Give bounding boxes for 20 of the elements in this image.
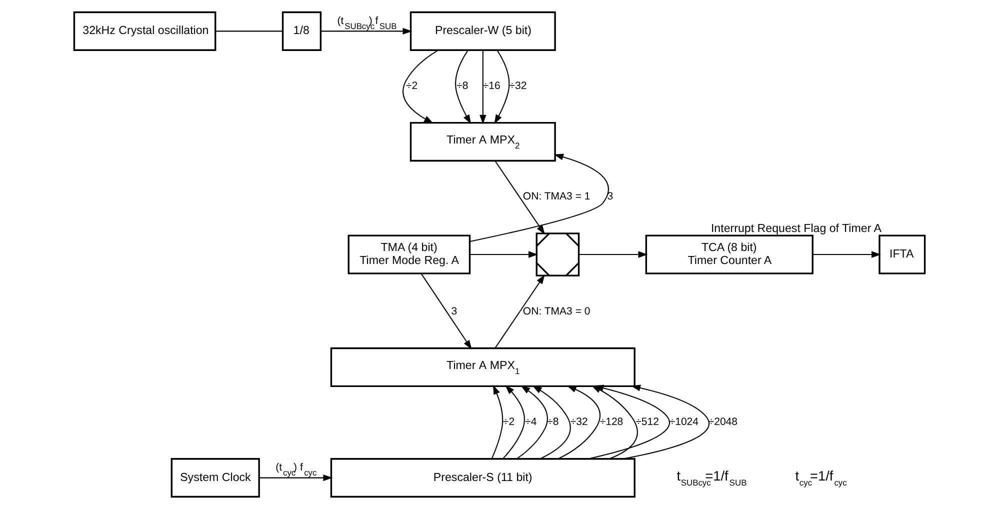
edge-label: (t$_{SUBcyc}$) f$_{SUB}$ [336,14,396,31]
edge-label: (t$_{cyc}$) f$_{cyc}$ [275,461,316,478]
edge-label: ÷2048 [708,416,737,428]
edge-label: ÷8 [456,80,468,92]
edge-label: 3 [450,306,457,318]
edge-label: ÷8 [546,416,558,428]
edge-label: ÷512 [635,416,658,428]
label: t$_{SUBcyc}$=1/f$_{SUB}$ [676,468,746,488]
edge-label: ON: TMA3 = 0 [522,306,590,318]
edge-label: ÷32 [508,80,526,92]
edge-label: ÷128 [599,416,623,428]
edge-label: ÷4 [524,416,536,428]
edge-label: ON: TMA3 = 1 [522,190,590,203]
edge-label: ÷2 [502,416,514,428]
edge-label: ÷1024 [668,416,698,428]
node-label: Interrupt Request Flag of Timer A [710,223,882,236]
edge-label: 3 [606,190,613,203]
label: t$_{cyc}$=1/f$_{cyc}$ [794,468,846,488]
edge-label: ÷2 [406,80,418,92]
edge-label: ÷32 [570,416,588,428]
